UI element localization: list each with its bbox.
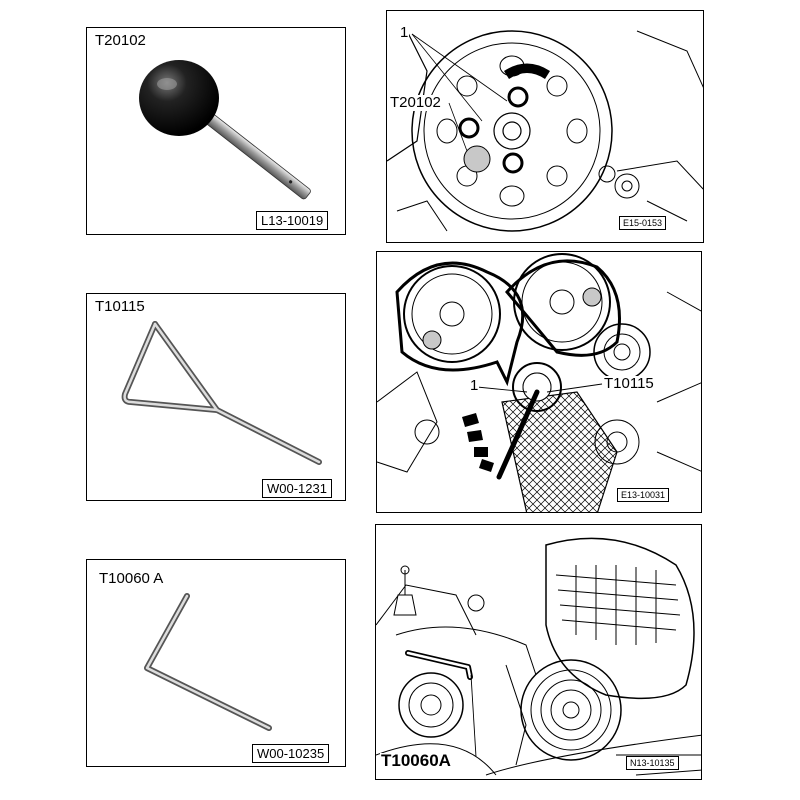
tool-title: T10060 A: [99, 570, 164, 587]
callout-tool: T10060A: [380, 751, 452, 770]
part-code-label: W00-10235: [252, 744, 330, 763]
figure-panel-t10060a: T10060A N13-10135: [375, 524, 702, 780]
tool-panel-t10060a: T10060 A W00-10235: [86, 559, 346, 767]
part-code-label: W00-1231: [262, 479, 332, 498]
figure-panel-t20102: 1 T20102 E15-0153: [386, 10, 704, 243]
figure-code: N13-10135: [626, 756, 679, 770]
callout-1: 1: [399, 24, 410, 41]
figure-code: E13-10031: [617, 488, 670, 502]
callout-tool: T10115: [603, 375, 655, 392]
locking-pin-illustration: [144, 593, 272, 731]
callout-1: 1: [469, 377, 480, 394]
tool-panel-t20102: T20102 L13-10019: [86, 27, 346, 235]
figure-panel-t10115: 1 T10115 E13-10031: [376, 251, 702, 513]
timing-belt-drawing: [377, 253, 701, 512]
part-code-label: L13-10019: [256, 211, 329, 230]
tool-title: T20102: [95, 32, 146, 49]
figure-code: E15-0153: [619, 216, 667, 230]
tool-title: T10115: [95, 298, 145, 315]
alternator-belt-drawing: [376, 537, 701, 776]
camshaft-sprocket-drawing: [387, 30, 703, 232]
callout-tool: T20102: [389, 94, 442, 111]
tool-panel-t10115: T10115 W00-1231: [86, 293, 346, 501]
locking-pin-illustration: [139, 60, 311, 200]
wedge-tool-illustration: [121, 321, 322, 465]
